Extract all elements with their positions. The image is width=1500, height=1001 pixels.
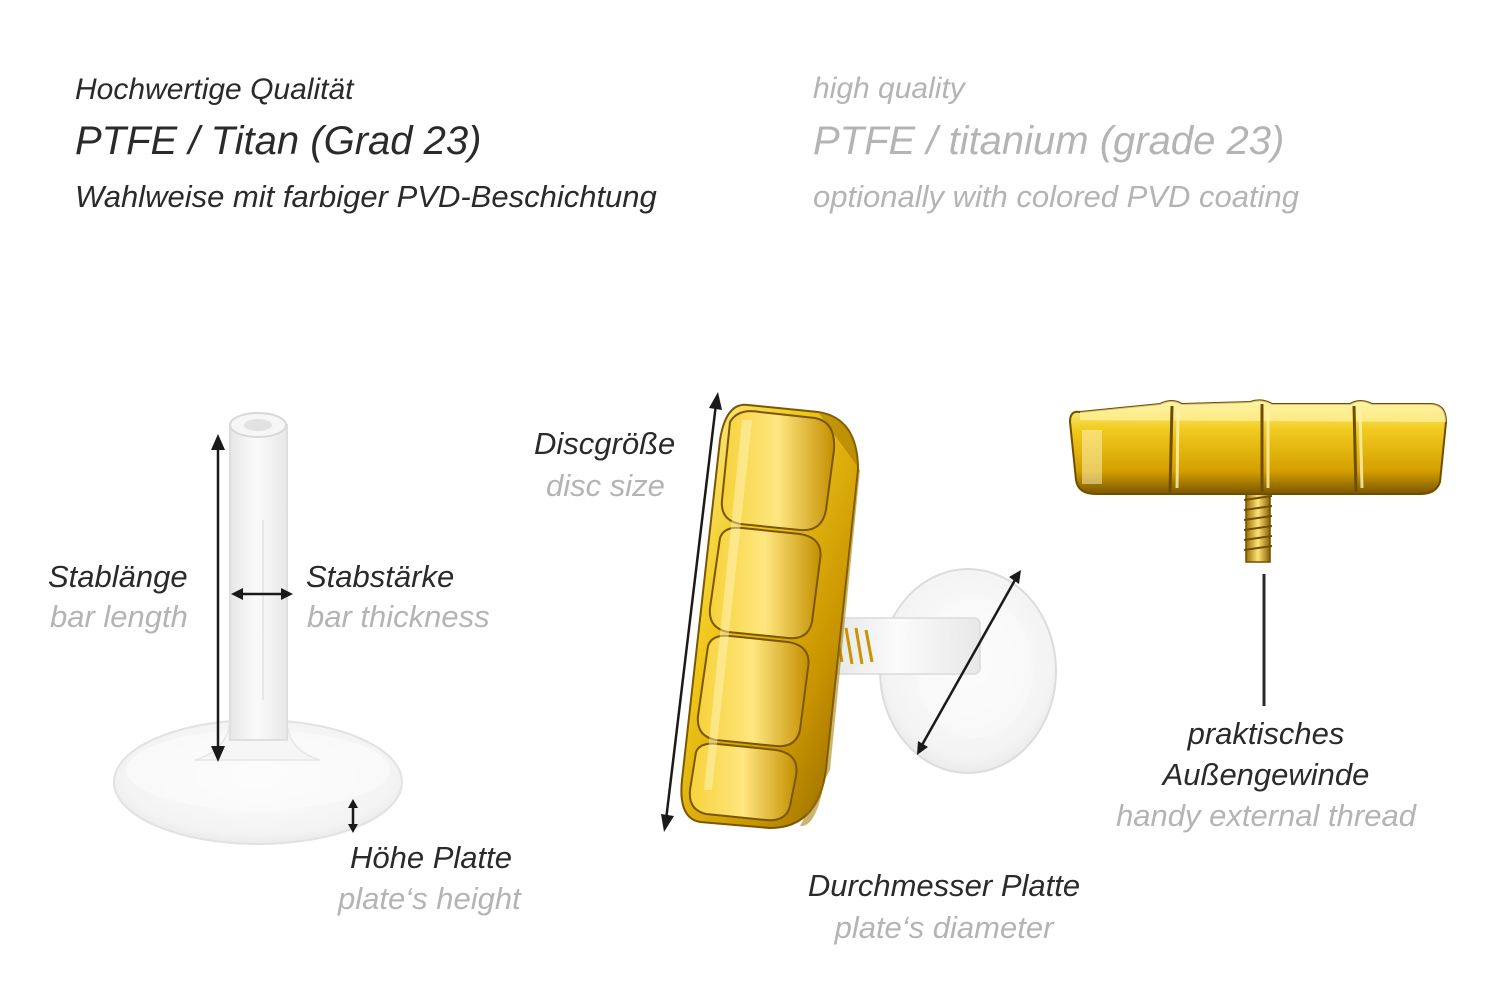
header-en-quality: high quality (813, 72, 965, 105)
label-thread-de-line1: praktisches (1187, 716, 1345, 751)
gold-disc-side-image (1068, 399, 1448, 563)
label-plate-diameter-de: Durchmesser Platte (807, 868, 1081, 903)
label-thread-de-line2: Außengewinde (1162, 757, 1370, 792)
label-plate-height-de: Höhe Platte (350, 840, 512, 875)
disc-size-arrow-icon (661, 392, 722, 832)
label-plate-height-en: plate‘s height (338, 881, 521, 916)
header-en-material: PTFE / titanium (grade 23) (813, 119, 1285, 163)
header-de-material: PTFE / Titan (Grad 23) (75, 119, 482, 163)
gold-disc-front-image (680, 403, 1057, 830)
bar-length-arrow-icon (211, 434, 225, 762)
header-de-coating: Wahlweise mit farbiger PVD-Beschichtung (75, 179, 657, 214)
ptfe-labret-bar-image (113, 412, 403, 845)
label-disc-size-de: Discgröße (534, 426, 676, 461)
label-bar-length-de: Stablänge (48, 559, 188, 594)
label-thread-en: handy external thread (1116, 798, 1416, 833)
label-bar-thickness-de: Stabstärke (306, 559, 455, 594)
plate-height-arrow-icon (348, 799, 358, 833)
header-de-quality: Hochwertige Qualität (75, 73, 354, 106)
label-bar-length-en: bar length (50, 599, 188, 634)
label-bar-thickness-en: bar thickness (307, 599, 490, 634)
label-disc-size-en: disc size (546, 468, 665, 503)
plate-diameter-arrow-icon (917, 570, 1021, 755)
label-plate-diameter-en: plate‘s diameter (834, 910, 1054, 945)
bar-thickness-arrow-icon (231, 588, 293, 600)
header-en-coating: optionally with colored PVD coating (813, 179, 1299, 214)
